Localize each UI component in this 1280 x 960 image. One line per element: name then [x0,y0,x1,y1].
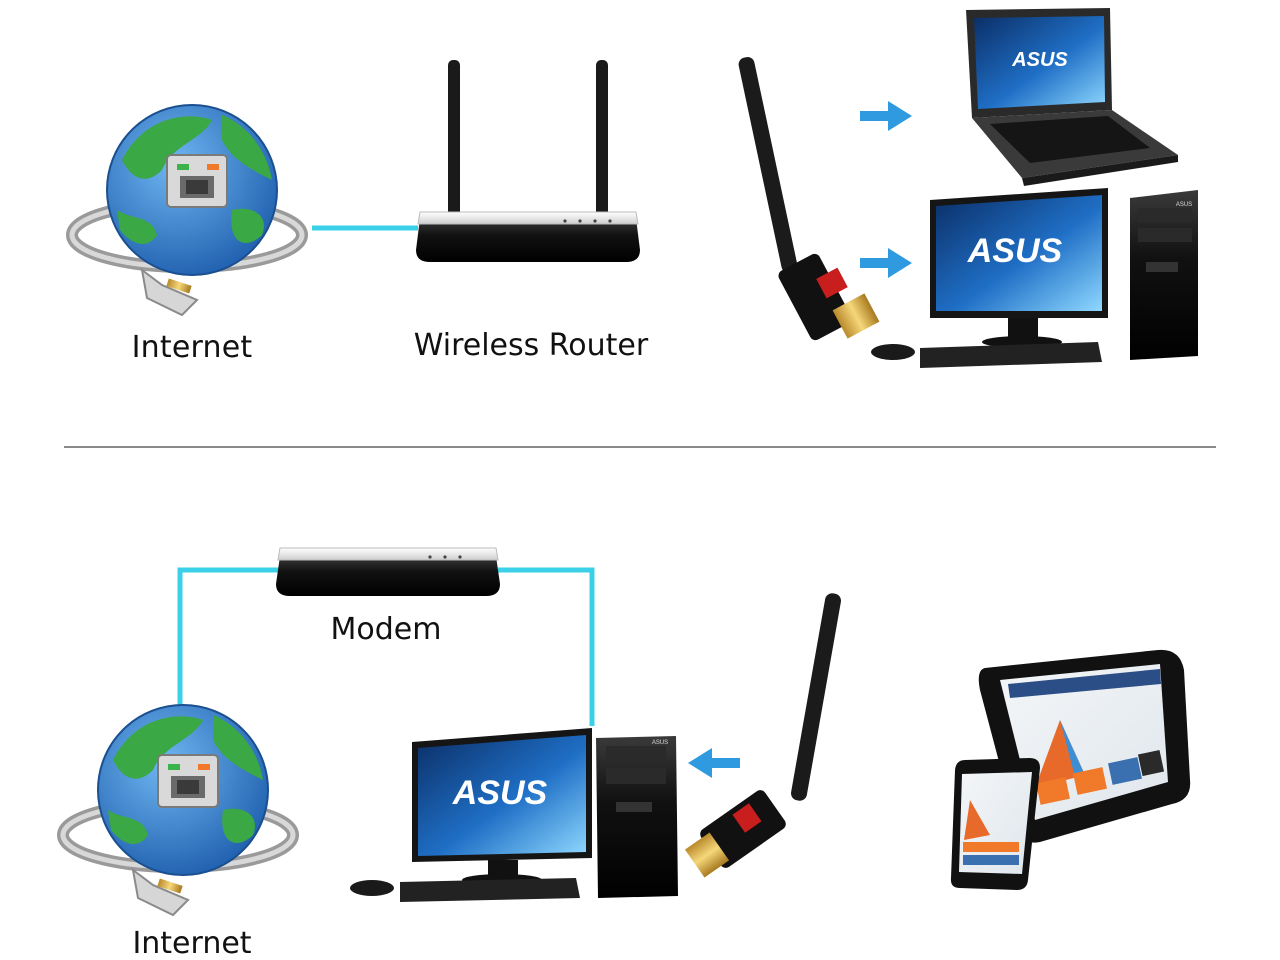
laptop-brand-text: ASUS [1011,49,1068,71]
desktop-tower-icon-top: ASUS [1130,190,1198,360]
internet-label-top: Internet [132,330,253,365]
modem-label: Modem [331,612,442,647]
tablet-icon [978,649,1191,843]
internet-globe-icon-bottom [57,704,299,917]
usb-wifi-adapter-icon [738,57,880,341]
modem-icon [276,547,500,596]
wireless-router-label: Wireless Router [414,328,649,363]
modem-cable [177,567,595,726]
laptop-icon: ASUS [966,8,1178,186]
internet-globe-icon [66,104,308,317]
wireless-router-icon [416,60,640,262]
tower-brand-text-top: ASUS [1176,202,1192,208]
arrow-to-computer-icon [688,748,740,778]
internet-label-bottom: Internet [132,926,251,960]
smartphone-icon [950,758,1040,890]
monitor-brand-text-top: ASUS [967,232,1063,270]
desktop-tower-icon-bottom: ASUS [596,736,678,898]
monitor-brand-text-bottom: ASUS [452,774,548,812]
arrow-to-desktop-icon [860,248,912,278]
arrow-to-laptop-icon [860,101,912,131]
usb-wifi-adapter-icon-bottom [684,593,842,878]
desktop-monitor-icon-top: ASUS [871,188,1108,368]
tower-brand-text-bottom: ASUS [652,740,668,746]
desktop-monitor-icon-bottom: ASUS [350,728,592,902]
